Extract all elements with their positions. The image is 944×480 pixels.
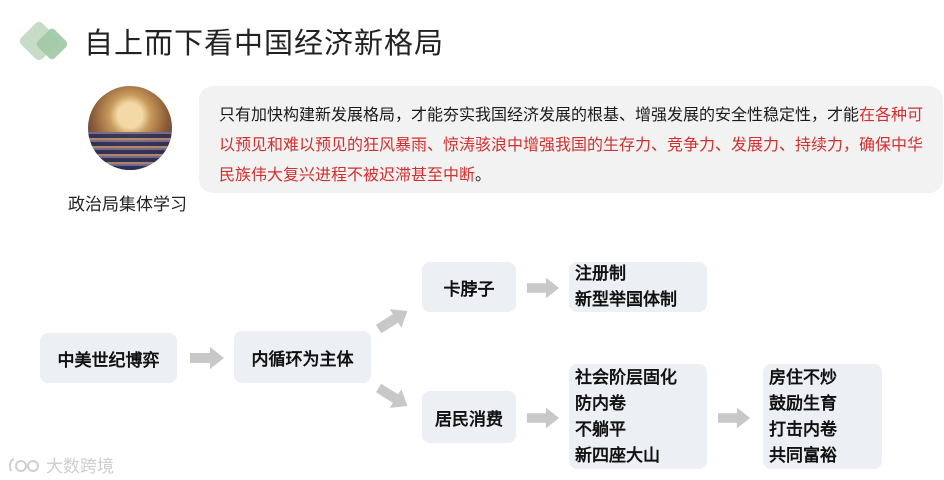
quote-text: 只有加快构建新发展格局，才能夯实我国经济发展的根基、增强发展的安全性稳定性，才能… [219,100,931,190]
arrow-up-right-icon [376,305,412,335]
watermark-text: 大数跨境 [46,452,114,477]
node-label: 中美世纪博弈 [58,346,160,371]
issue-item: 新四座大山 [575,443,677,469]
arrow-right-icon [190,345,226,371]
issue-item: 社会阶层固化 [575,365,677,391]
node-household-consumption: 居民消费 [422,391,516,443]
node-us-china-rivalry: 中美世纪博弈 [40,333,177,383]
policy-item: 共同富裕 [769,443,837,469]
arrow-right-icon [527,405,561,431]
arrow-right-icon [718,405,752,431]
photo-caption: 政治局集体学习 [68,190,187,215]
node-label: 居民消费 [435,405,503,430]
watermark: 大数跨境 [8,452,114,477]
meeting-photo [88,86,172,170]
node-bottleneck-results: 注册制 新型举国体制 [569,262,707,312]
issue-item: 防内卷 [575,391,677,417]
node-consumption-issues: 社会阶层固化 防内卷 不躺平 新四座大山 [569,364,707,469]
watermark-logo-icon [8,456,42,474]
node-label: 卡脖子 [444,275,495,300]
policy-item: 房住不炒 [769,365,837,391]
diamond-logo-icon [18,14,78,70]
quote-part2: 。 [475,165,491,184]
node-label: 内循环为主体 [252,345,354,370]
node-domestic-circulation: 内循环为主体 [234,331,371,383]
node-policy-responses: 房住不炒 鼓励生育 打击内卷 共同富裕 [763,364,882,469]
quote-part1: 只有加快构建新发展格局，才能夯实我国经济发展的根基、增强发展的安全性稳定性，才能 [219,105,859,124]
arrow-right-icon [527,275,561,301]
policy-item: 鼓励生育 [769,391,837,417]
node-bottleneck: 卡脖子 [422,262,516,312]
page-title: 自上而下看中国经济新格局 [84,20,444,62]
policy-item: 打击内卷 [769,417,837,443]
issue-item: 不躺平 [575,417,677,443]
result-item: 注册制 [575,261,677,287]
result-item: 新型举国体制 [575,287,677,313]
arrow-down-right-icon [376,382,412,412]
